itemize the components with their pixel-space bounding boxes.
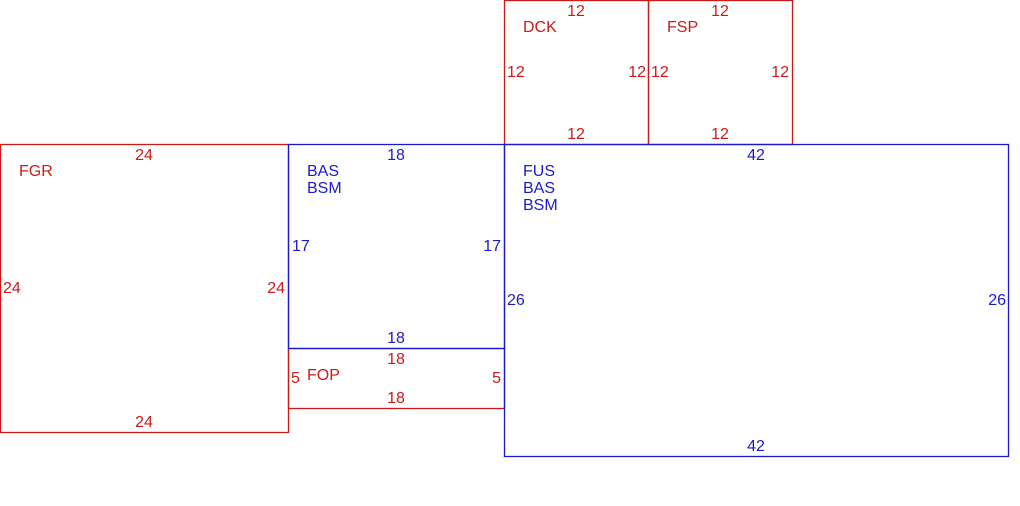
area-fus-bas-bsm-right-dimension: 26: [988, 292, 1006, 309]
area-fsp-code-1: FSP: [667, 19, 698, 36]
area-fgr: FGR 24 24 24 24: [0, 143, 290, 434]
area-fop: FOP 18 5 5 18: [287, 347, 506, 410]
area-dck-code-1: DCK: [523, 19, 557, 36]
area-bas-bsm: BAS BSM 18 17 17 18: [287, 143, 506, 350]
area-bas-bsm-bottom-dimension: 18: [387, 330, 405, 347]
area-fsp: FSP 12 12 12 12: [647, 0, 794, 146]
area-fsp-bottom-dimension: 12: [711, 126, 729, 143]
area-fop-left-dimension: 5: [291, 370, 300, 387]
area-fgr-bottom-dimension: 24: [135, 414, 153, 431]
area-fsp-left-dimension: 12: [651, 64, 669, 81]
area-fgr-right-dimension: 24: [267, 280, 285, 297]
area-dck-left-dimension: 12: [507, 64, 525, 81]
area-fus-bas-bsm-left-dimension: 26: [507, 292, 525, 309]
area-fus-bas-bsm-bottom-dimension: 42: [747, 438, 765, 455]
area-fsp-top-dimension: 12: [711, 3, 729, 20]
area-dck-right-dimension: 12: [628, 64, 646, 81]
area-fus-bas-bsm-code-3: BSM: [523, 197, 558, 214]
area-fgr-code-1: FGR: [19, 163, 53, 180]
area-bas-bsm-code-1: BAS: [307, 163, 339, 180]
area-bas-bsm-top-dimension: 18: [387, 147, 405, 164]
area-fgr-top-dimension: 24: [135, 147, 153, 164]
area-fus-bas-bsm-top-dimension: 42: [747, 147, 765, 164]
area-fus-bas-bsm: FUS BAS BSM 42 26 26 42: [503, 143, 1010, 458]
area-bas-bsm-code-2: BSM: [307, 180, 342, 197]
area-fgr-outline: [0, 143, 290, 434]
area-fus-bas-bsm-code-2: BAS: [523, 180, 555, 197]
area-fop-top-dimension: 18: [387, 351, 405, 368]
area-fop-code-1: FOP: [307, 367, 340, 384]
area-bas-bsm-right-dimension: 17: [483, 238, 501, 255]
area-fsp-right-dimension: 12: [771, 64, 789, 81]
area-fop-bottom-dimension: 18: [387, 390, 405, 407]
area-fgr-left-dimension: 24: [3, 280, 21, 297]
area-dck: DCK 12 12 12 12: [503, 0, 650, 146]
area-dck-bottom-dimension: 12: [567, 126, 585, 143]
area-fus-bas-bsm-code-1: FUS: [523, 163, 555, 180]
area-bas-bsm-left-dimension: 17: [292, 238, 310, 255]
area-fop-right-dimension: 5: [492, 370, 501, 387]
area-fus-bas-bsm-outline: [503, 143, 1010, 458]
area-dck-top-dimension: 12: [567, 3, 585, 20]
